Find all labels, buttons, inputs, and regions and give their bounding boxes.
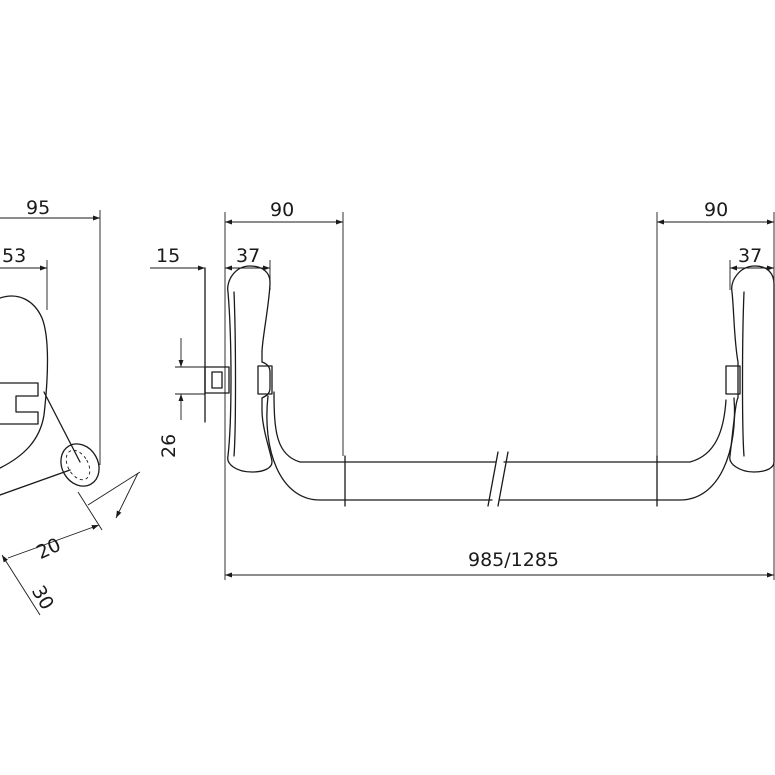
dim-label-left-37: 37 (236, 245, 260, 267)
front-view: 90 37 15 26 90 37 985/1285 (150, 199, 775, 580)
dim-label-right-90: 90 (704, 199, 728, 221)
dim-label-latch-26: 26 (158, 434, 180, 458)
side-latch-slot (0, 382, 39, 425)
dim-line-20 (7, 524, 100, 559)
dim-label-left-90: 90 (270, 199, 294, 221)
dim-line-30 (1, 554, 41, 616)
dim-label-30: 30 (27, 582, 58, 614)
ext-line-20b (77, 491, 103, 531)
dim-label-left-15: 15 (156, 245, 180, 267)
ext-line-20a (87, 471, 141, 506)
right-head-cover (729, 265, 775, 473)
left-head-cover (227, 265, 273, 473)
left-head-inner-edge (233, 291, 237, 457)
right-arm-lower (656, 397, 736, 501)
right-arm-upper (656, 399, 727, 463)
break-mark-1 (487, 451, 499, 507)
dim-label-95: 95 (26, 197, 50, 219)
side-arm-lower-edge (0, 469, 71, 496)
dim-label-right-37: 37 (738, 245, 762, 267)
dim-line-20-b (115, 472, 139, 519)
left-latch-bolt (211, 371, 223, 389)
left-latch-block (204, 366, 230, 394)
dim-label-total: 985/1285 (468, 549, 559, 571)
side-bar-end (60, 443, 100, 487)
dim-label-20: 20 (33, 534, 64, 564)
right-head-inner-edge (741, 291, 745, 457)
side-bar-hidden (65, 449, 91, 481)
side-housing-outline (0, 295, 49, 469)
dim-label-53: 53 (2, 245, 26, 267)
left-head-pivot (257, 365, 273, 395)
side-view: 95 53 20 30 (0, 197, 141, 616)
side-arm-upper-edge (43, 391, 81, 463)
break-mark-2 (497, 451, 509, 507)
left-arm-upper (273, 391, 346, 463)
left-arm-lower (266, 395, 346, 501)
right-head-pivot (725, 365, 741, 395)
